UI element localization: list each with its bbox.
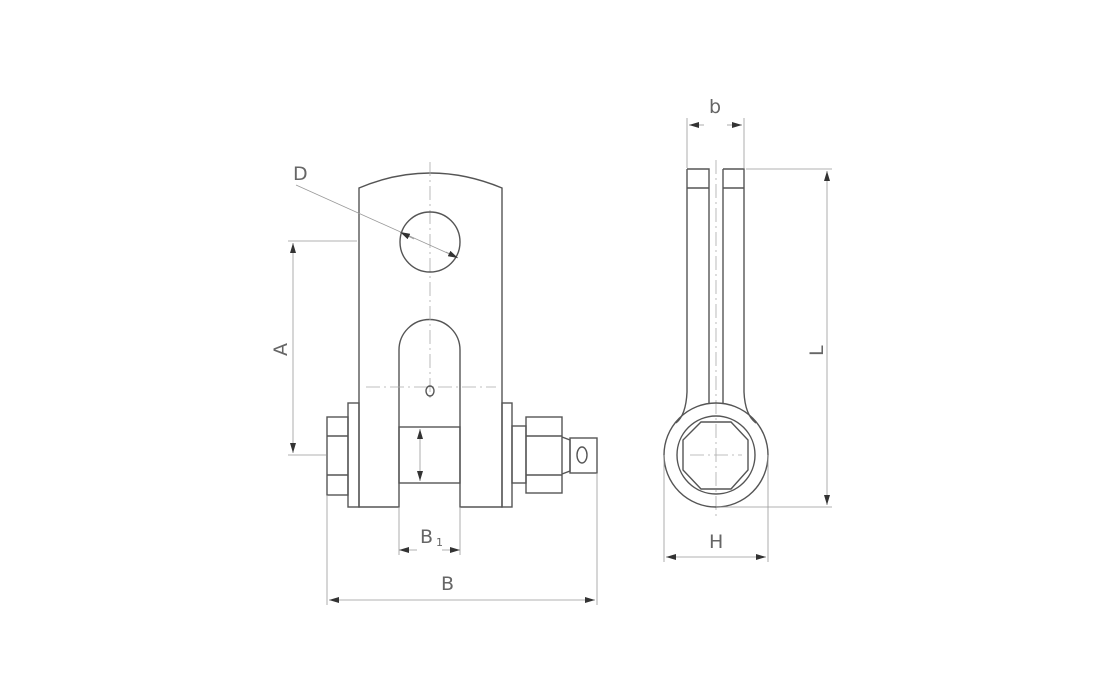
cotter-eye bbox=[569, 437, 598, 474]
left-nut bbox=[326, 416, 349, 496]
small-hole bbox=[425, 385, 435, 397]
neck bbox=[561, 436, 571, 475]
left-washer bbox=[347, 402, 360, 508]
dimension-B-label: B bbox=[441, 573, 454, 595]
plate-outline bbox=[358, 172, 503, 508]
ring-inner bbox=[676, 415, 756, 495]
dimension-A-label: A bbox=[270, 343, 292, 356]
dimension-D-label: D bbox=[293, 163, 308, 185]
right-arm bbox=[722, 168, 757, 424]
right-nut bbox=[525, 416, 563, 494]
dimension-B1-subscript: 1 bbox=[436, 536, 443, 549]
dimension-L-label: L bbox=[806, 345, 828, 356]
dimension-H-label: H bbox=[709, 531, 723, 553]
ring-bore bbox=[682, 421, 749, 490]
dimension-b-label: b bbox=[709, 96, 721, 118]
right-washer bbox=[501, 402, 513, 508]
dimension-D-leader bbox=[295, 184, 455, 257]
shaft bbox=[511, 425, 527, 484]
pin-body bbox=[398, 426, 461, 484]
front-view: D A B 1 B bbox=[270, 162, 598, 605]
dimension-B1-label: B bbox=[420, 526, 433, 548]
left-arm bbox=[675, 168, 710, 424]
side-view: b L H bbox=[663, 96, 832, 562]
cotter-hole bbox=[576, 446, 588, 464]
pin-hole bbox=[399, 211, 461, 273]
